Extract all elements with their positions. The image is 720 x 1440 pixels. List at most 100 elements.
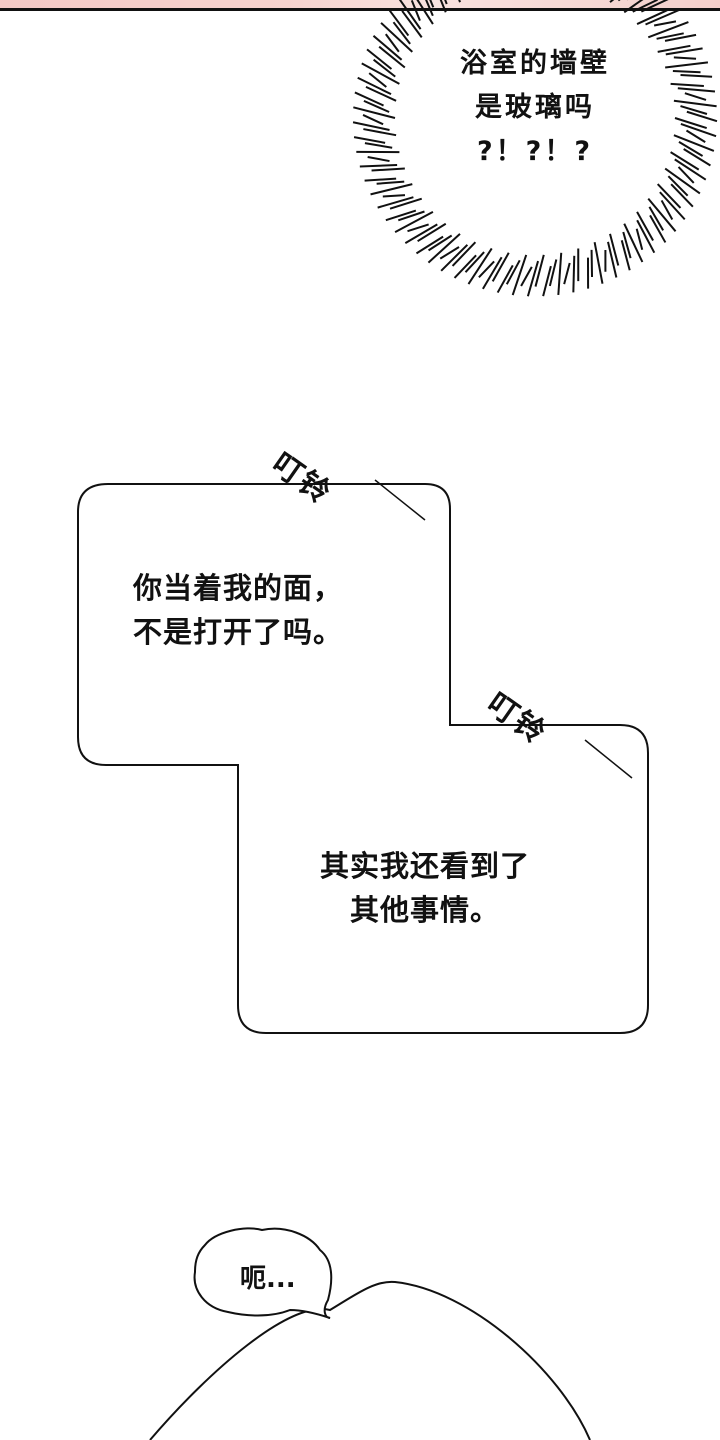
burst-hatch-line (664, 167, 701, 195)
burst-hatch-line (385, 209, 417, 222)
large-bubble-outline (149, 1280, 591, 1440)
small-bubble-outline (193, 1227, 333, 1319)
burst-hatch-line (632, 0, 658, 13)
burst-hatch-line (439, 246, 460, 260)
burst-hatch-line (649, 214, 667, 243)
burst-hatch-line (451, 241, 477, 267)
burst-hatch-line (548, 259, 558, 287)
burst-hatch-line (665, 61, 709, 69)
burst-hatch-line (653, 20, 677, 27)
burst-hatch-line (428, 234, 453, 252)
burst-hatch-line (640, 0, 669, 13)
previous-panel-strip (0, 0, 720, 8)
burst-hatch-line (388, 9, 410, 37)
burst-hatch-line (415, 235, 444, 255)
burst-hatch-line (683, 148, 711, 167)
burst-hatch-line (656, 183, 682, 209)
panel-border (0, 8, 720, 11)
burst-hatch-line (673, 134, 715, 152)
speech-box-outline (77, 483, 649, 1034)
burst-hatch-line (397, 210, 425, 222)
burst-hatch-line (425, 0, 434, 17)
burst-hatch-line (363, 128, 397, 137)
burst-hatch-line (656, 32, 684, 40)
burst-hatch-line (670, 151, 700, 171)
burst-hatch-line (491, 252, 510, 282)
burst-hatch-line (609, 0, 615, 3)
sfx-tail-line (584, 739, 633, 779)
sfx-tail-line (374, 479, 426, 521)
burst-hatch-line (365, 85, 397, 102)
burst-hatch-line (680, 123, 717, 138)
text-line: 其他事情。 (350, 893, 501, 927)
burst-hatch-line (367, 155, 390, 163)
burst-hatch-line (659, 191, 686, 221)
burst-hatch-line (534, 254, 545, 287)
burst-hatch-line (607, 241, 618, 278)
burst-hatch-line (645, 8, 681, 26)
burst-bubble-text: 浴室的墙壁 是玻璃吗 ?！?！? (410, 42, 660, 174)
burst-hatch-line (384, 33, 400, 53)
burst-hatch-line (376, 180, 405, 185)
burst-hatch-line (380, 22, 413, 53)
burst-hatch-line (478, 260, 495, 279)
burst-hatch-line (686, 110, 718, 123)
burst-hatch-line (362, 114, 384, 126)
burst-hatch-line (378, 45, 406, 69)
burst-hatch-line (563, 262, 571, 285)
burst-hatch-line (458, 0, 461, 3)
burst-hatch-line (647, 198, 677, 232)
burst-hatch-line (667, 175, 689, 197)
burst-hatch-line (353, 136, 386, 144)
burst-hatch-line (685, 129, 706, 144)
speech-box-1-text: 你当着我的面， 不是打开了吗。 (133, 566, 343, 654)
burst-hatch-line (593, 241, 604, 284)
burst-hatch-line (401, 10, 423, 38)
burst-hatch-line (665, 47, 703, 56)
burst-hatch-line (372, 35, 403, 61)
burst-hatch-line (520, 266, 533, 287)
burst-hatch-line (361, 62, 400, 85)
burst-hatch-line (620, 240, 631, 271)
burst-hatch-line (647, 21, 689, 39)
burst-hatch-line (511, 254, 528, 296)
burst-hatch-line (660, 199, 674, 221)
burst-hatch-line (417, 222, 447, 243)
burst-hatch-line (526, 260, 540, 297)
burst-hatch-line (670, 183, 694, 208)
burst-hatch-line (353, 106, 396, 119)
burst-hatch-line (636, 211, 654, 242)
small-bubble-text: 呃... (240, 1264, 296, 1294)
burst-hatch-line (464, 251, 485, 273)
burst-hatch-line (657, 44, 691, 53)
burst-hatch-line (664, 33, 697, 42)
burst-hatch-line (636, 219, 656, 254)
burst-bubble-hatching (352, 0, 718, 297)
burst-hatch-line (505, 259, 521, 285)
burst-hatch-line (389, 197, 423, 210)
burst-hatch-line (357, 76, 392, 96)
burst-hatch-line (623, 223, 644, 263)
speech-box-2-text: 其实我还看到了 其他事情。 (320, 844, 530, 932)
burst-hatch-line (635, 228, 644, 251)
burst-hatch-line (363, 99, 390, 113)
burst-hatch-line (496, 264, 514, 294)
burst-hatch-line (680, 105, 708, 115)
burst-hatch-line (352, 121, 390, 131)
burst-hatch-line (467, 247, 493, 285)
text-line: 浴室的墙壁 (460, 48, 610, 79)
text-line: 是玻璃吗 (475, 92, 595, 123)
burst-hatch-line (482, 256, 503, 290)
burst-hatch-line (371, 167, 405, 172)
burst-hatch-line (674, 117, 707, 130)
text-line: 其实我还看到了 (320, 849, 531, 883)
burst-hatch-line (648, 206, 665, 231)
burst-hatch-line (623, 0, 644, 14)
burst-hatch-line (557, 252, 563, 295)
burst-hatch-line (416, 0, 434, 25)
burst-hatch-line (373, 58, 396, 78)
burst-hatch-line (368, 72, 387, 88)
text-line: 不是打开了吗。 (133, 615, 344, 649)
text-line: 你当着我的面， (133, 571, 344, 605)
